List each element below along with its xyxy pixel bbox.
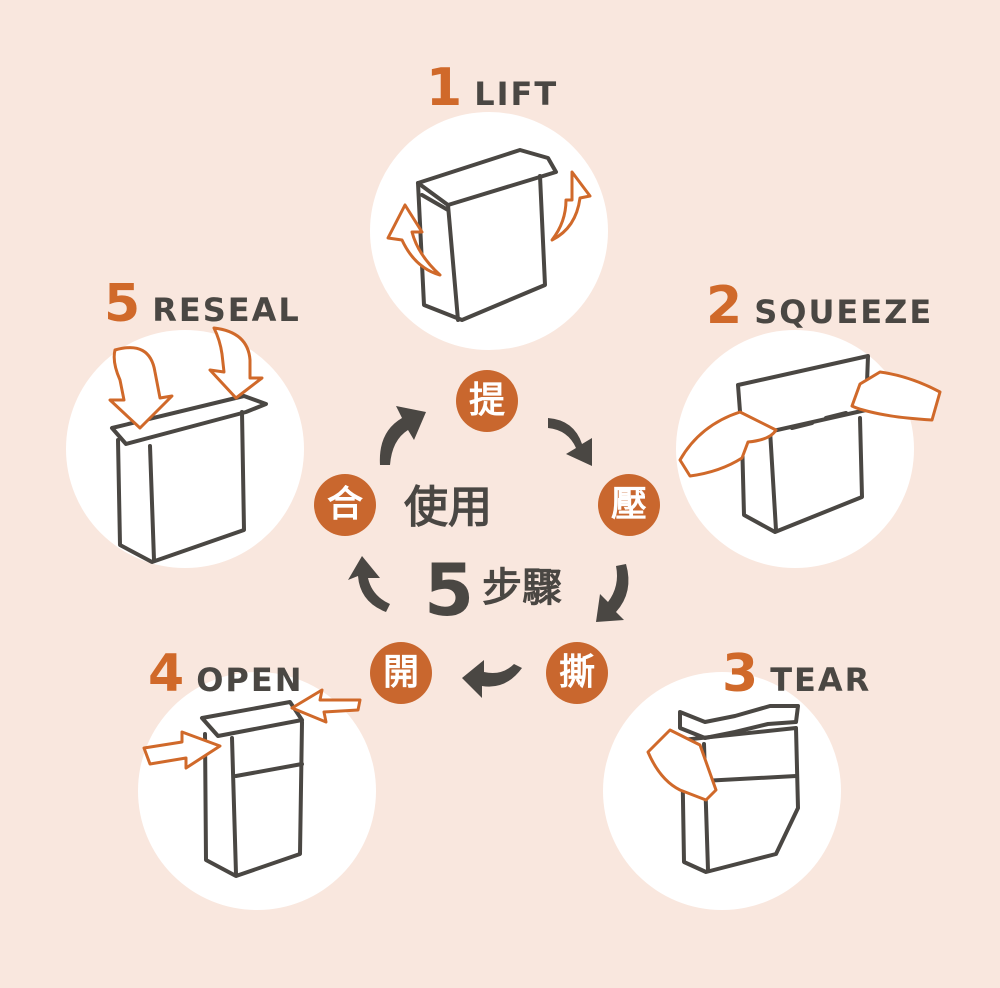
step-number: 3	[722, 644, 759, 704]
flow-arrow-reseal-to-lift-icon	[379, 406, 426, 465]
step-5-label: 5 RESEAL	[104, 278, 301, 330]
tear-hand-icon	[646, 728, 718, 802]
badge-squeeze: 壓	[598, 474, 660, 536]
open-arrow-right-icon	[290, 688, 362, 724]
open-arrow-left-icon	[142, 730, 222, 770]
step-2-label: 2 SQUEEZE	[706, 280, 933, 332]
reseal-arrow-left-icon	[108, 346, 174, 430]
step-number: 2	[706, 276, 743, 336]
badge-lift: 提	[456, 370, 518, 432]
lift-arrow-left-icon	[386, 203, 442, 277]
step-name: RESEAL	[152, 291, 301, 329]
flow-arrow-squeeze-to-tear-icon	[596, 564, 629, 622]
step-3-label: 3 TEAR	[722, 648, 871, 700]
bag-squeeze-drawing	[736, 354, 870, 534]
step-3-illustration-disc	[603, 672, 841, 910]
bag-open-drawing	[200, 700, 304, 878]
bag-reseal-drawing	[110, 394, 268, 564]
lift-arrow-right-icon	[550, 170, 592, 242]
step-name: SQUEEZE	[754, 293, 934, 331]
bag-lift-drawing	[416, 148, 558, 322]
step-name: LIFT	[474, 75, 559, 113]
step-4-label: 4 OPEN	[148, 648, 303, 700]
flow-arrow-lift-to-squeeze-icon	[548, 418, 592, 466]
badge-open: 開	[370, 642, 432, 704]
squeeze-hand-left-icon	[678, 410, 778, 478]
step-name: TEAR	[770, 661, 872, 699]
flow-arrow-tear-to-open-icon	[462, 660, 522, 698]
step-5-illustration-disc	[66, 330, 304, 568]
squeeze-hand-right-icon	[850, 370, 942, 422]
badge-reseal: 合	[314, 474, 376, 536]
center-title-line2: 步驟	[482, 565, 562, 611]
step-number: 5	[104, 274, 141, 334]
flow-arrow-open-to-reseal-icon	[348, 556, 390, 612]
step-number: 4	[148, 644, 185, 704]
center-title-line1: 使用	[404, 482, 492, 533]
badge-tear: 撕	[546, 642, 608, 704]
reseal-arrow-right-icon	[208, 326, 264, 400]
center-step-count: 5	[424, 548, 475, 632]
step-name: OPEN	[196, 661, 304, 699]
step-number: 1	[426, 58, 463, 118]
step-1-label: 1 LIFT	[426, 62, 558, 114]
